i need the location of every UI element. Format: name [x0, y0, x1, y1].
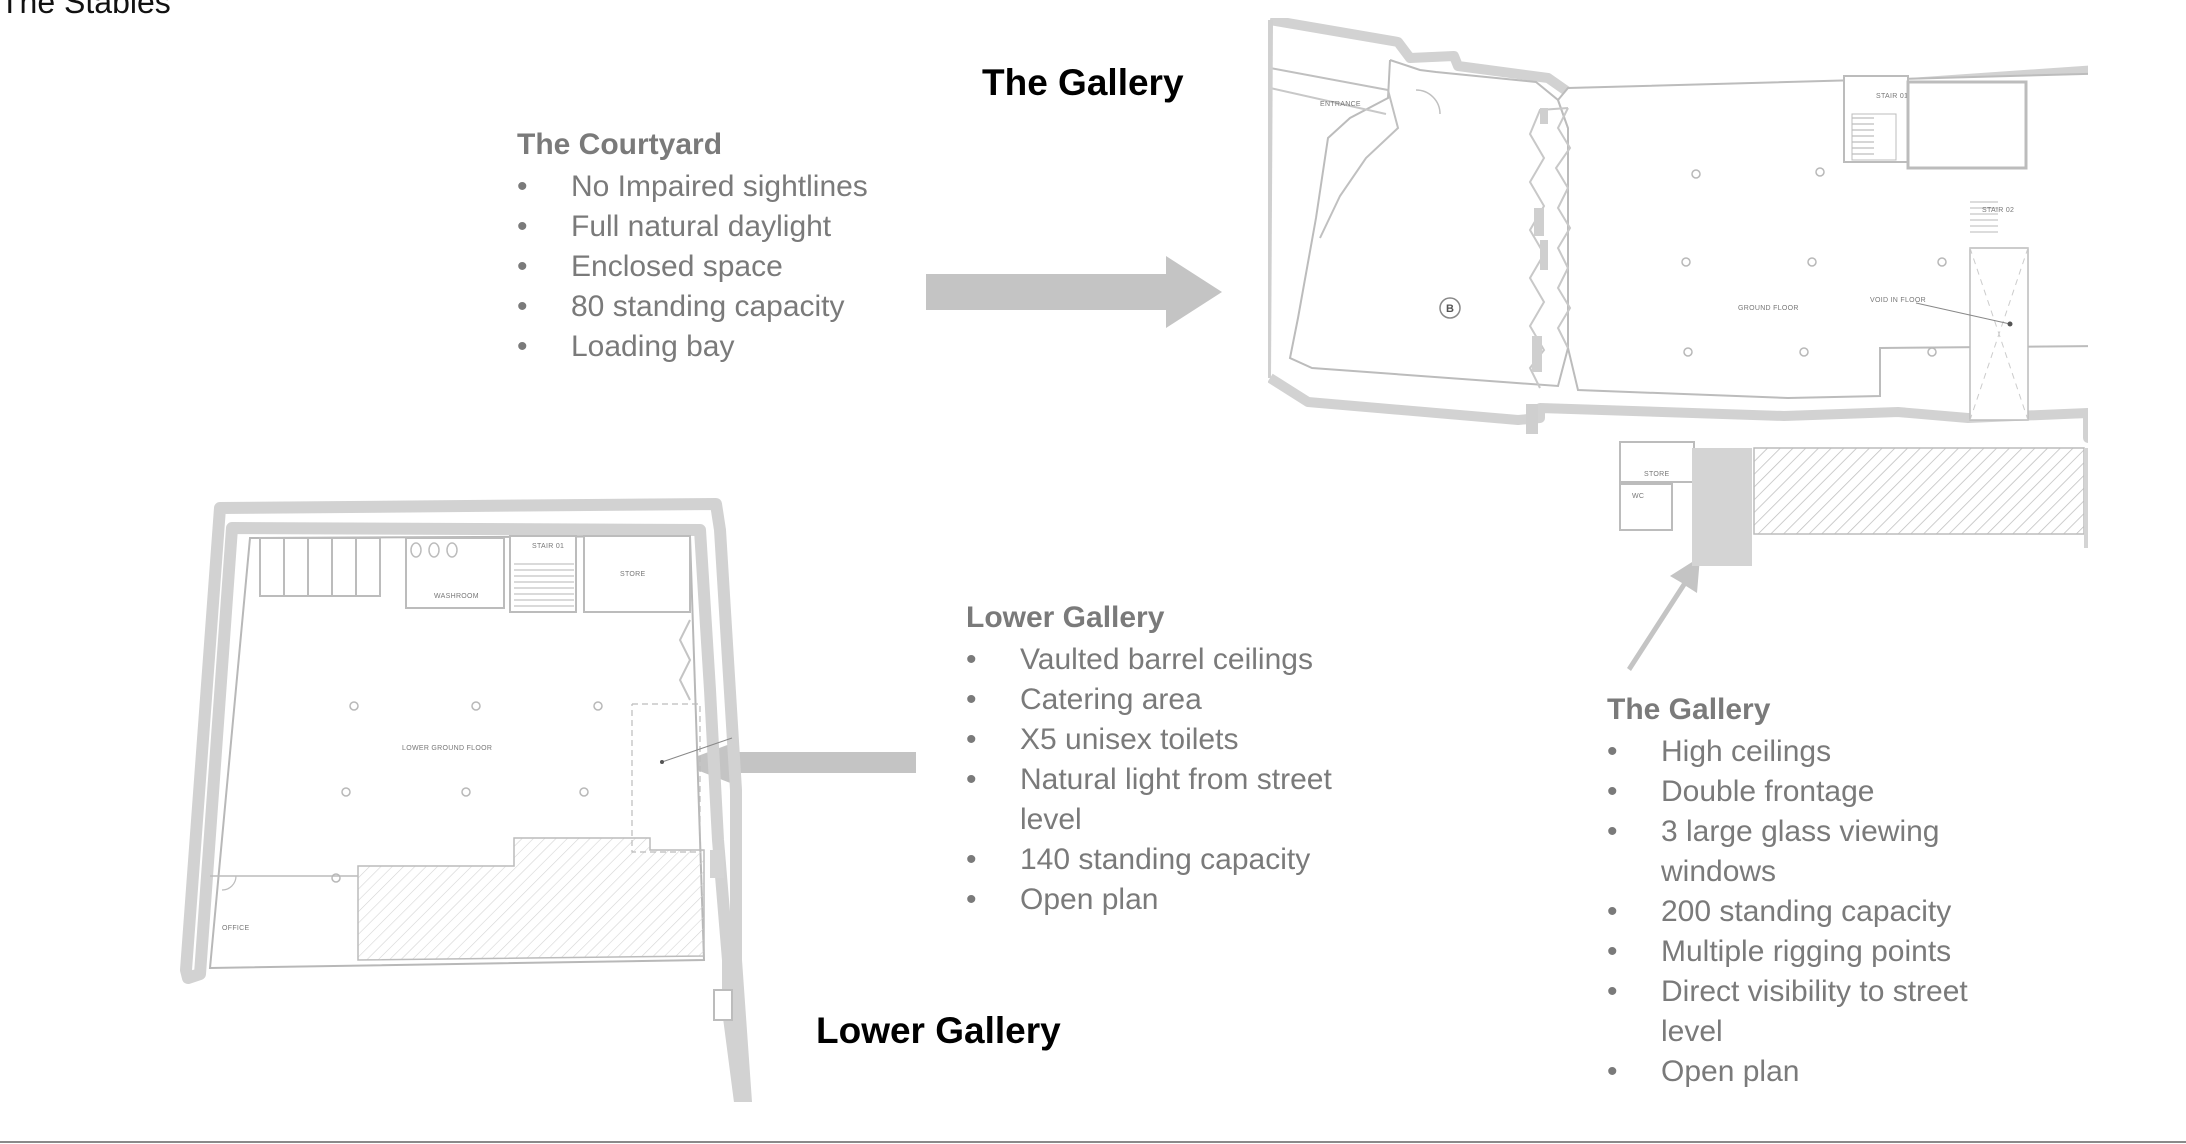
void-label: VOID IN FLOOR [1870, 297, 1926, 304]
bottom-divider [0, 1141, 2186, 1143]
lower-gallery-floor-plan: OFFICE WASHROOM STAIR 01 STORE LOWER GRO… [180, 498, 752, 1102]
lower-store-label: STORE [620, 571, 646, 578]
list-item: Double frontage [1607, 772, 2027, 812]
courtyard-title: The Courtyard [517, 128, 723, 161]
list-item: 140 standing capacity [966, 840, 1396, 880]
store-label: STORE [1644, 471, 1670, 478]
lower-gallery-title: Lower Gallery [966, 601, 1165, 634]
list-item: 80 standing capacity [517, 287, 1077, 327]
list-item: Open plan [966, 880, 1396, 920]
list-item: No Impaired sightlines [517, 167, 1077, 207]
list-item: Loading bay [517, 327, 1077, 367]
list-item: Enclosed space [517, 247, 1077, 287]
list-item: Open plan [1607, 1052, 2027, 1092]
list-item: Direct visibility to street level [1607, 972, 2027, 1052]
list-item: Natural light from street level [966, 760, 1396, 840]
list-item: High ceilings [1607, 732, 2027, 772]
lower-gallery-heading: Lower Gallery [816, 1010, 1061, 1051]
stair-01-label: STAIR 01 [1876, 93, 1908, 100]
gallery-floor-plan: ENTRANCE STAIR 01 STAIR 02 VOID IN FLOOR… [1268, 18, 2088, 566]
list-item: X5 unisex toilets [966, 720, 1396, 760]
gallery-list: High ceilings Double frontage 3 large gl… [1607, 732, 2027, 1092]
list-item: 3 large glass viewing windows [1607, 812, 2027, 892]
lower-stair-01-label: STAIR 01 [532, 543, 564, 550]
list-item: Multiple rigging points [1607, 932, 2027, 972]
ground-floor-label: GROUND FLOOR [1738, 305, 1799, 312]
gallery-title: The Gallery [1607, 693, 1771, 726]
courtyard-features: The Courtyard No Impaired sightlines Ful… [517, 125, 1077, 367]
office-label: OFFICE [222, 925, 249, 932]
courtyard-list: No Impaired sightlines Full natural dayl… [517, 167, 1077, 367]
lower-gallery-features: Lower Gallery Vaulted barrel ceilings Ca… [966, 598, 1396, 920]
gallery-heading: The Gallery [982, 62, 1184, 103]
page-title: The Stables [0, 0, 171, 20]
entrance-label: ENTRANCE [1320, 101, 1361, 108]
list-item: Full natural daylight [517, 207, 1077, 247]
wc-label: WC [1632, 493, 1644, 500]
list-item: Vaulted barrel ceilings [966, 640, 1396, 680]
stair-02-label: STAIR 02 [1982, 207, 2014, 214]
b-marker-label: B [1446, 303, 1454, 315]
list-item: Catering area [966, 680, 1396, 720]
list-item: 200 standing capacity [1607, 892, 2027, 932]
washroom-label: WASHROOM [434, 593, 479, 600]
lower-floor-label: LOWER GROUND FLOOR [402, 745, 492, 752]
lower-gallery-list: Vaulted barrel ceilings Catering area X5… [966, 640, 1396, 920]
arrow-up-right-icon [1627, 557, 1700, 671]
arrow-right-icon [926, 256, 1222, 328]
gallery-features: The Gallery High ceilings Double frontag… [1607, 690, 2027, 1092]
